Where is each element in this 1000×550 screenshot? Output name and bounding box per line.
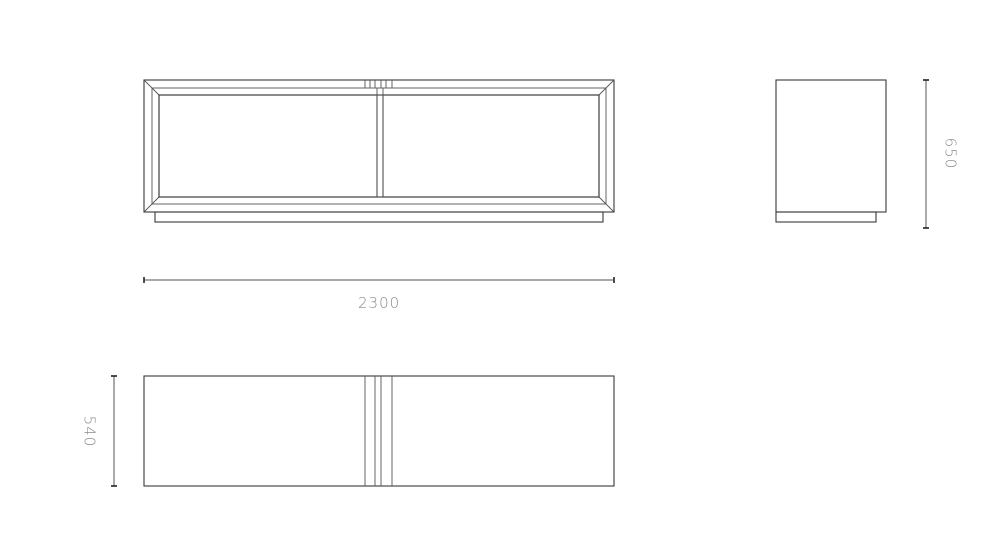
miter-top-left [143,79,160,96]
left-door [158,94,378,198]
miter-bottom-right [598,196,615,213]
plan-view [143,375,615,487]
miter-bottom-left [143,196,160,213]
top-center-strips [364,376,393,486]
front-elevation-view [143,79,615,223]
depth-dimension-line [111,375,117,487]
front-doors [158,94,600,198]
depth-dimension-label: 540 [80,415,99,447]
side-elevation-view [775,79,887,223]
front-bevel-line [151,87,607,205]
side-body [775,79,887,213]
height-dimension-line [923,79,929,229]
width-dimension-line [143,277,615,283]
side-plinth [775,211,877,223]
width-dimension-label: 2300 [358,293,401,312]
front-miter-lines [143,79,615,213]
height-dimension-label: 650 [941,137,960,169]
miter-top-right [598,79,615,96]
top-body [143,375,615,487]
front-center-strips [144,80,614,213]
front-inner-panel [158,94,600,198]
front-outer-frame [143,79,615,213]
right-door [382,94,600,198]
front-plinth [154,211,604,223]
